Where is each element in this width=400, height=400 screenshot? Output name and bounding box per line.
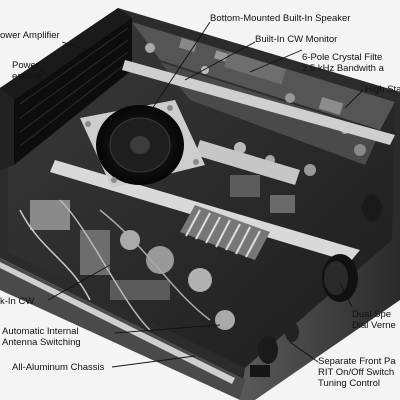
callout-text: RIT On/Off Switch	[318, 367, 395, 378]
callout-leader-lines	[39, 21, 364, 368]
callout-power-heatsink: Power eatsink	[12, 60, 42, 82]
callout-text: Built-In CW Monitor	[255, 34, 338, 45]
callout-text: All-Aluminum Chassis	[12, 362, 105, 373]
variable-capacitor	[180, 205, 270, 260]
callout-text: Tuning Control	[318, 378, 380, 389]
callout-front-panel-rit: Separate Front Pa RIT On/Off Switch Tuni…	[318, 356, 396, 389]
speaker	[80, 100, 205, 188]
callout-cw-monitor: Built-In CW Monitor	[255, 34, 337, 45]
callout-text: Dual Spe	[352, 309, 392, 320]
callout-text: High Sta	[365, 84, 400, 95]
callout-break-in-cw: k-In CW	[0, 296, 34, 307]
callout-crystal-filter: 6-Pole Crystal Filte 2.5 kHz Bandwith a	[302, 52, 384, 74]
callout-text: ower Amplifier	[0, 30, 60, 41]
callout-text: Antenna Switching	[2, 337, 81, 348]
callout-text: 2.5 kHz Bandwith a	[302, 63, 384, 74]
callout-text: Automatic Internal	[2, 326, 79, 337]
callout-text: Dial Verne	[352, 320, 396, 331]
callout-bottom-speaker: Bottom-Mounted Built-In Speaker	[210, 13, 350, 24]
callout-chassis: All-Aluminum Chassis	[12, 362, 104, 373]
callout-text: k-In CW	[0, 296, 35, 307]
callout-text: 6-Pole Crystal Filte	[302, 52, 383, 63]
callout-text: eatsink	[12, 71, 43, 82]
callout-antenna-switching: Automatic Internal Antenna Switching	[2, 326, 81, 348]
callout-dual-speed-dial: Dual Spe Dial Verne	[352, 309, 396, 331]
callout-text: Power	[12, 60, 39, 71]
callout-high-stability: High Sta	[365, 84, 400, 95]
callout-power-amplifier: ower Amplifier	[0, 30, 60, 41]
callout-text: Bottom-Mounted Built-In Speaker	[210, 13, 351, 24]
wiring-components	[19, 175, 295, 331]
callout-text: Separate Front Pa	[318, 356, 396, 367]
